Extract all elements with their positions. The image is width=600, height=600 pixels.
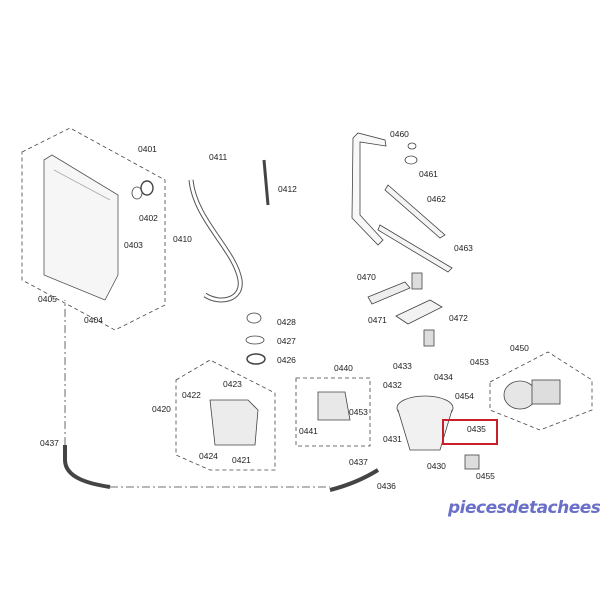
group-0420-box [175,359,276,471]
group-0450-box [489,351,593,431]
hose-0410-part [188,179,243,303]
label-0432[interactable]: 0432 [383,380,402,390]
label-0423[interactable]: 0423 [223,379,242,389]
spray-arm-0462-part [384,184,446,239]
label-0420[interactable]: 0420 [152,404,171,414]
label-0401[interactable]: 0401 [138,144,157,154]
label-0434[interactable]: 0434 [434,372,453,382]
label-0410[interactable]: 0410 [173,234,192,244]
label-0471[interactable]: 0471 [368,315,387,325]
filter-0471-part [395,299,443,325]
label-0426[interactable]: 0426 [277,355,296,365]
spray-arm-frame-part [351,132,387,246]
label-0462[interactable]: 0462 [427,194,446,204]
label-0421[interactable]: 0421 [232,455,251,465]
drain-hose-right-part [329,468,380,492]
label-0424[interactable]: 0424 [199,451,218,461]
label-0411[interactable]: 0411 [209,152,228,162]
label-0437-right[interactable]: 0437 [349,457,368,467]
part-0455 [464,454,480,470]
label-0461[interactable]: 0461 [419,169,438,179]
label-0428[interactable]: 0428 [277,317,296,327]
label-0435[interactable]: 0435 [467,424,486,434]
group-0440-box [295,377,371,447]
label-0454[interactable]: 0454 [455,391,474,401]
filter-0472-part [411,272,423,290]
highlight-box-0435 [442,419,498,445]
label-0441[interactable]: 0441 [299,426,318,436]
spray-arm-0463-part [377,224,453,273]
label-0422[interactable]: 0422 [182,390,201,400]
seal-0427-part [245,335,265,345]
cap-0428-part [246,312,262,324]
cover-0470-part [367,281,411,305]
label-0472[interactable]: 0472 [449,313,468,323]
label-0470[interactable]: 0470 [357,272,376,282]
label-0453-heater[interactable]: 0453 [349,407,368,417]
seal-0426-part [246,353,266,365]
label-0412[interactable]: 0412 [278,184,297,194]
heater-0440-part [317,391,351,421]
bracket-0412-part [262,159,270,206]
drain-hose-part [63,445,111,489]
label-0433[interactable]: 0433 [393,361,412,371]
label-0404[interactable]: 0404 [84,315,103,325]
label-0427[interactable]: 0427 [277,336,296,346]
label-0405[interactable]: 0405 [38,294,57,304]
label-0453-pump[interactable]: 0453 [470,357,489,367]
label-0460[interactable]: 0460 [390,129,409,139]
label-0440[interactable]: 0440 [334,363,353,373]
label-0403[interactable]: 0403 [124,240,143,250]
nut-0461-part [404,155,418,165]
pump-0450-part [503,380,537,410]
watermark: piecesdetacheeselec.com [448,498,600,518]
label-0402[interactable]: 0402 [139,213,158,223]
label-0450[interactable]: 0450 [510,343,529,353]
group-0401-box [21,127,166,331]
label-0437-left[interactable]: 0437 [40,438,59,448]
label-0436[interactable]: 0436 [377,481,396,491]
panel-0401-part [43,154,119,301]
label-0455[interactable]: 0455 [476,471,495,481]
label-0430[interactable]: 0430 [427,461,446,471]
label-0463[interactable]: 0463 [454,243,473,253]
tank-0420-part [209,399,259,446]
label-0431[interactable]: 0431 [383,434,402,444]
